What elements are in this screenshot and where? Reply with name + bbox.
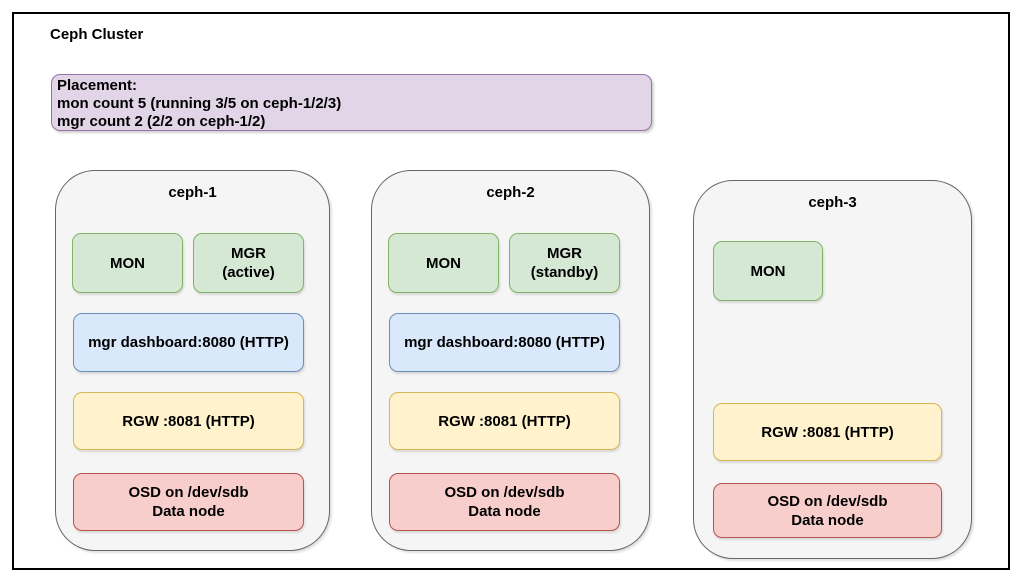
node-title: ceph-3 bbox=[808, 194, 857, 211]
node-title: ceph-2 bbox=[486, 184, 535, 201]
placement-line: mgr count 2 (2/2 on ceph-1/2) bbox=[57, 113, 266, 130]
rgw-box: RGW :8081 (HTTP) bbox=[713, 403, 942, 461]
rgw-box: RGW :8081 (HTTP) bbox=[73, 392, 304, 450]
node-title: ceph-1 bbox=[168, 184, 217, 201]
cluster-title: Ceph Cluster bbox=[50, 26, 144, 43]
mon-box: MON bbox=[713, 241, 823, 301]
mgr-box: MGR (standby) bbox=[509, 233, 620, 293]
placement-line: Placement: bbox=[57, 77, 138, 94]
osd-box: OSD on /dev/sdb Data node bbox=[713, 483, 942, 538]
placement-line: mon count 5 (running 3/5 on ceph-1/2/3) bbox=[57, 95, 342, 112]
mgr-dashboard-box: mgr dashboard:8080 (HTTP) bbox=[73, 313, 304, 372]
placement-note: Placement: mon count 5 (running 3/5 on c… bbox=[51, 74, 652, 131]
node-ceph-2: ceph-2 MON MGR (standby) mgr dashboard:8… bbox=[371, 170, 650, 551]
node-ceph-1: ceph-1 MON MGR (active) mgr dashboard:80… bbox=[55, 170, 330, 551]
mgr-box: MGR (active) bbox=[193, 233, 304, 293]
osd-box: OSD on /dev/sdb Data node bbox=[389, 473, 620, 531]
mon-box: MON bbox=[388, 233, 499, 293]
mon-box: MON bbox=[72, 233, 183, 293]
osd-box: OSD on /dev/sdb Data node bbox=[73, 473, 304, 531]
mgr-dashboard-box: mgr dashboard:8080 (HTTP) bbox=[389, 313, 620, 372]
rgw-box: RGW :8081 (HTTP) bbox=[389, 392, 620, 450]
node-ceph-3: ceph-3 MON RGW :8081 (HTTP) OSD on /dev/… bbox=[693, 180, 972, 559]
